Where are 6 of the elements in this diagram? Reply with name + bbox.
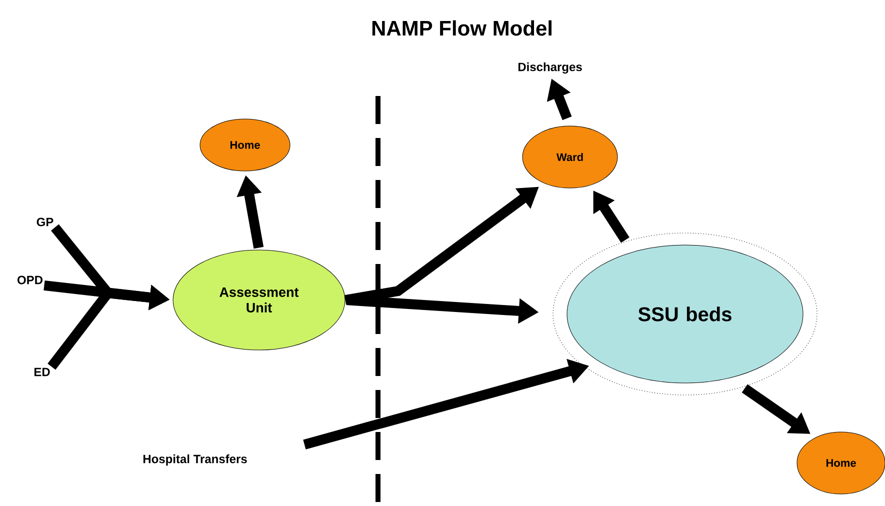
source-label: OPD <box>17 276 42 284</box>
source-label: GP <box>36 218 54 226</box>
title: NAMP Flow Model <box>372 20 552 36</box>
source-label: ED <box>34 368 50 376</box>
outcome-label: Discharges <box>518 62 582 74</box>
source-label: Hospital Transfers <box>143 454 247 466</box>
